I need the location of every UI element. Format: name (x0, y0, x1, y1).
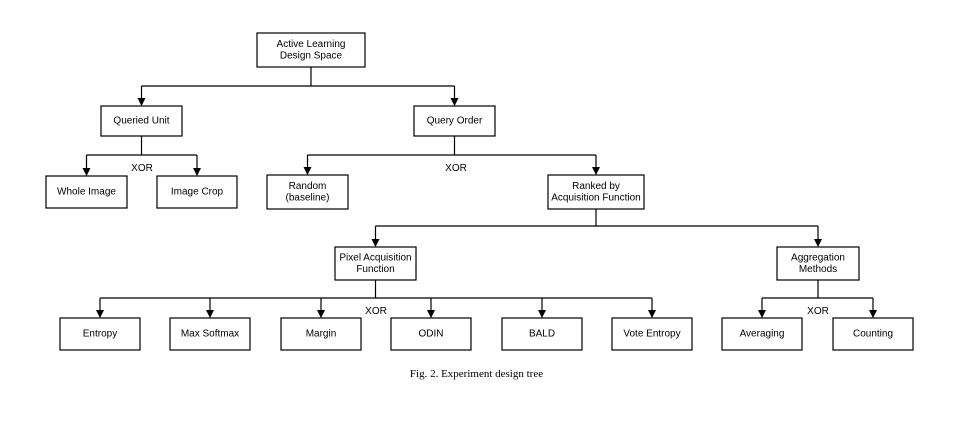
node-label: Aggregation (791, 252, 845, 263)
node-box (45, 175, 128, 209)
node-box (266, 174, 349, 210)
node-box (256, 32, 366, 68)
node-box (776, 246, 860, 281)
node-label: Counting (853, 329, 893, 340)
node-box (100, 105, 183, 137)
node-box (413, 105, 496, 137)
node-box (501, 317, 583, 351)
node-box (280, 317, 362, 351)
node-random: Random(baseline) (266, 174, 349, 210)
node-box (59, 317, 141, 351)
node-label: Random (289, 181, 327, 192)
node-query-order: Query Order (413, 105, 496, 137)
node-label: ODIN (419, 329, 444, 340)
figure-caption: Fig. 2. Experiment design tree (409, 368, 544, 380)
node-counting: Counting (832, 317, 914, 351)
node-entropy: Entropy (59, 317, 141, 351)
node-margin: Margin (280, 317, 362, 351)
node-label: Acquisition Function (551, 192, 641, 203)
node-label: Pixel Acquisition (339, 252, 411, 263)
node-label: (baseline) (286, 192, 330, 203)
xor-label: XOR (807, 306, 829, 317)
node-label: Queried Unit (113, 116, 169, 127)
node-whole-image: Whole Image (45, 175, 128, 209)
node-box (390, 317, 472, 351)
node-box (547, 174, 645, 210)
node-label: Ranked by (572, 181, 620, 192)
node-label: Query Order (427, 116, 483, 127)
node-box (721, 317, 803, 351)
node-max-softmax: Max Softmax (169, 317, 251, 351)
node-label: Active Learning (277, 39, 346, 50)
node-label: Methods (799, 264, 837, 275)
node-vote-entropy: Vote Entropy (611, 317, 693, 351)
node-label: Whole Image (57, 187, 116, 198)
node-box (611, 317, 693, 351)
node-label: Entropy (83, 329, 117, 340)
node-odin: ODIN (390, 317, 472, 351)
node-label: Image Crop (171, 187, 224, 198)
node-box (169, 317, 251, 351)
node-box (156, 175, 238, 209)
node-label: Vote Entropy (623, 329, 680, 340)
node-image-crop: Image Crop (156, 175, 238, 209)
node-box (832, 317, 914, 351)
node-label: Averaging (740, 329, 785, 340)
node-label: Max Softmax (181, 329, 239, 340)
node-label: Design Space (280, 50, 343, 61)
node-label: BALD (529, 329, 555, 340)
node-box (334, 246, 417, 281)
node-averaging: Averaging (721, 317, 803, 351)
xor-label: XOR (445, 163, 467, 174)
node-label: Function (356, 264, 394, 275)
xor-label: XOR (131, 163, 153, 174)
node-label: Margin (306, 329, 337, 340)
node-bald: BALD (501, 317, 583, 351)
node-queried-unit: Queried Unit (100, 105, 183, 137)
xor-label: XOR (365, 306, 387, 317)
